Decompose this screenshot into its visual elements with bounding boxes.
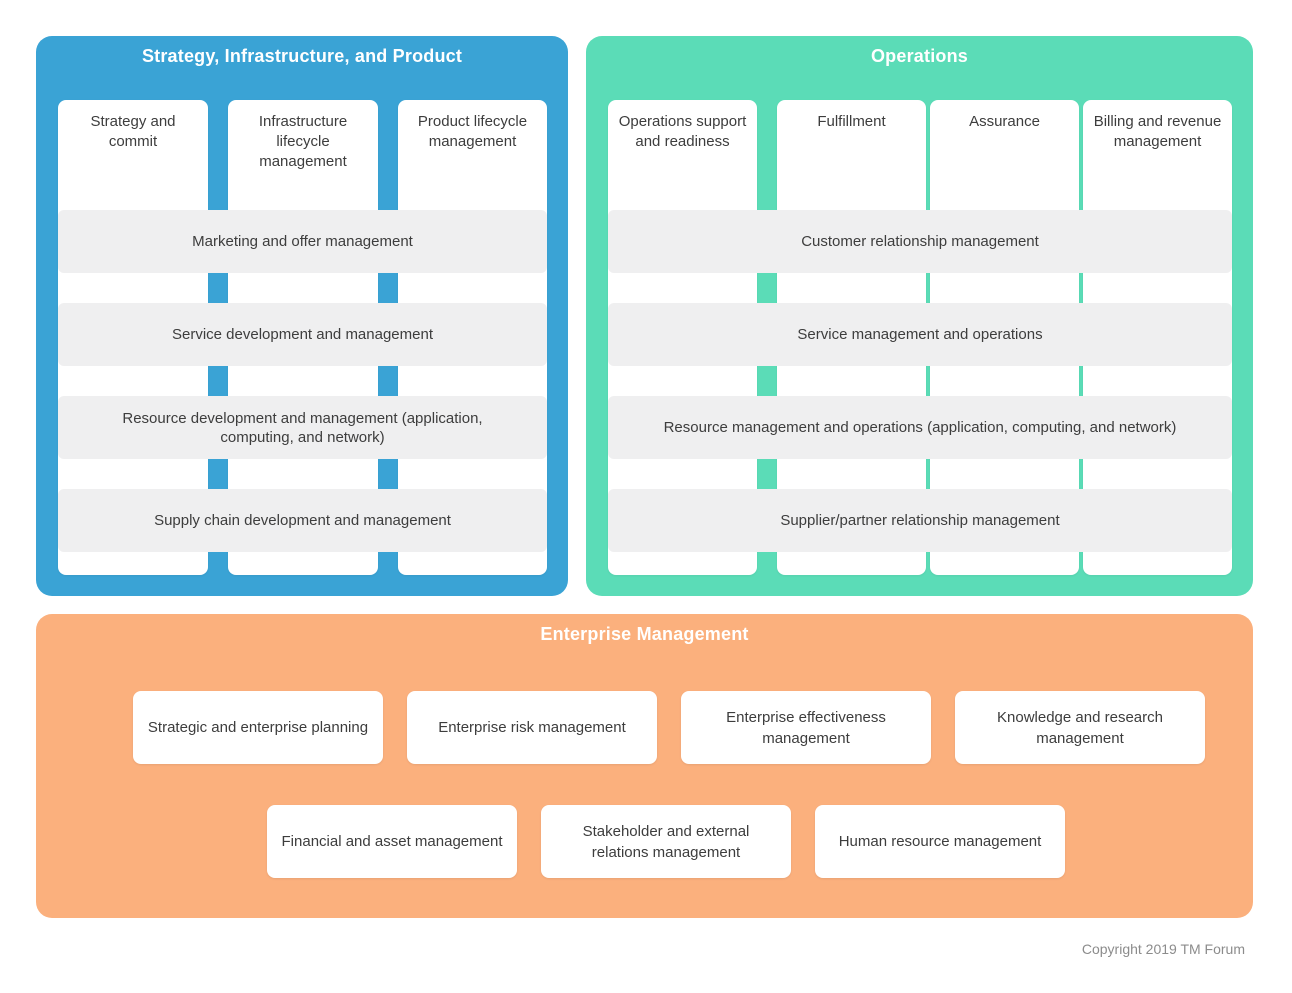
box-label: Human resource management	[838, 833, 1042, 850]
column-label: Billing and revenue management	[1093, 113, 1222, 150]
band-label: Supply chain development and management	[154, 512, 451, 529]
enterprise-box-stakeholder-relations: Stakeholder and external relations manag…	[541, 805, 791, 878]
band-label: Resource development and management (app…	[122, 409, 483, 446]
band-label: Customer relationship management	[801, 233, 1039, 250]
box-label: Enterprise effectiveness management	[726, 708, 886, 747]
band-label: Service management and operations	[797, 326, 1043, 343]
column-label: Strategy and commit	[90, 113, 176, 150]
sip-panel: Strategy, Infrastructure, and Product St…	[36, 36, 568, 596]
ops-row-service-management: Service management and operations	[608, 303, 1232, 366]
column-label: Assurance	[969, 113, 1040, 130]
sip-row-supply-chain: Supply chain development and management	[58, 489, 547, 552]
ops-row-supplier-partner: Supplier/partner relationship management	[608, 489, 1232, 552]
operations-panel: Operations Operations support and readin…	[586, 36, 1253, 596]
band-label: Service development and management	[172, 326, 433, 343]
band-label: Resource management and operations (appl…	[663, 419, 1177, 436]
box-label: Knowledge and research management	[997, 708, 1163, 747]
column-label: Operations support and readiness	[618, 113, 747, 150]
enterprise-box-financial-asset: Financial and asset management	[267, 805, 517, 878]
enterprise-box-human-resource: Human resource management	[815, 805, 1065, 878]
sip-panel-title: Strategy, Infrastructure, and Product	[141, 46, 463, 66]
enterprise-box-strategic-planning: Strategic and enterprise planning	[133, 691, 383, 764]
column-label: Infrastructure lifecycle management	[258, 113, 348, 170]
band-label: Marketing and offer management	[192, 233, 413, 250]
box-label: Strategic and enterprise planning	[147, 719, 369, 736]
box-label: Stakeholder and external relations manag…	[582, 822, 750, 861]
enterprise-box-effectiveness-management: Enterprise effectiveness management	[681, 691, 931, 764]
copyright-text: Copyright 2019 TM Forum	[1081, 941, 1245, 957]
enterprise-box-risk-management: Enterprise risk management	[407, 691, 657, 764]
box-label: Financial and asset management	[281, 833, 503, 850]
enterprise-panel-title: Enterprise Management	[540, 624, 749, 644]
ops-row-resource-management: Resource management and operations (appl…	[608, 396, 1232, 459]
sip-row-marketing-and-offer: Marketing and offer management	[58, 210, 547, 273]
column-label: Fulfillment	[817, 113, 886, 130]
enterprise-management-panel: Enterprise Management Strategic and ente…	[36, 614, 1253, 918]
band-label: Supplier/partner relationship management	[780, 512, 1060, 529]
sip-row-service-development: Service development and management	[58, 303, 547, 366]
ops-row-customer-relationship: Customer relationship management	[608, 210, 1232, 273]
sip-row-resource-development: Resource development and management (app…	[58, 396, 547, 459]
column-label: Product lifecycle management	[417, 113, 528, 150]
operations-panel-title: Operations	[870, 46, 969, 66]
enterprise-box-knowledge-research: Knowledge and research management	[955, 691, 1205, 764]
box-label: Enterprise risk management	[438, 719, 626, 736]
